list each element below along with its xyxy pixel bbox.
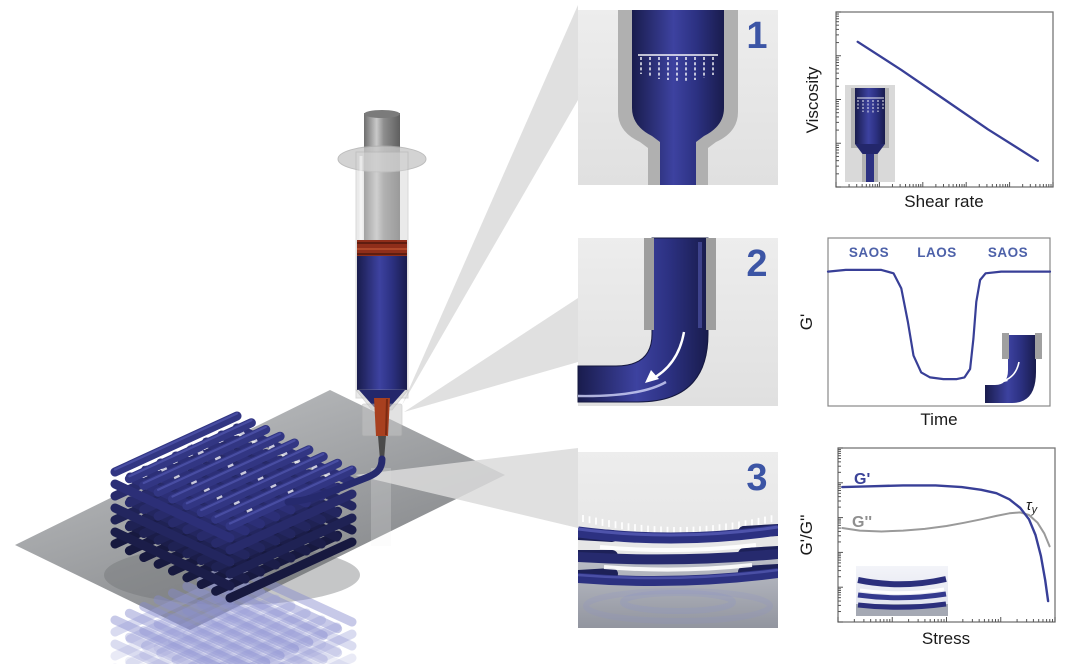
gap-glint [599,543,757,553]
y-axis-title: G'/G'' [797,515,816,556]
plunger-rod-top [364,110,400,118]
g-double-prime-curve [841,511,1051,548]
panel-2-nozzle-wall-right [706,238,716,330]
inset-spanning [856,566,948,616]
phase-label-saos-1: SAOS [849,245,889,260]
inset-nozzle-wall [1002,333,1009,359]
x-axis-title: Time [920,410,957,429]
inset-ink [855,88,885,144]
inset-nozzle-corner [985,333,1042,403]
gravity-fringe-ticks [582,515,773,534]
zoom-ray-1 [402,5,578,405]
zoom-ray-3 [355,448,578,528]
luer-shade [385,398,388,436]
magnified-panel-2: 2 [577,237,778,406]
gap-glint [603,563,753,572]
inset-flow-arrowhead [1000,376,1008,383]
inset-barrel [845,85,895,182]
y-axis-ticks [838,447,843,623]
panel-1-number: 1 [746,15,767,57]
y-axis-ticks [836,11,841,188]
panel-2-nozzle-wall-left [644,238,654,330]
tau-symbol: τ [1026,497,1033,514]
spanning-filament-highlight [578,525,778,537]
g-prime-label: G' [854,471,870,488]
magnified-panel-1: 1 [578,10,778,185]
spanning-filament-highlight [578,568,778,580]
inset-filament [857,576,947,588]
panel-1-ink [632,10,724,185]
extruded-filament [284,455,386,506]
inset-filament [857,591,947,601]
phase-label-saos-2: SAOS [988,245,1028,260]
x-axis-title: Shear rate [904,192,983,211]
magnified-panel-3: 3 [578,452,778,628]
x-axis-ticks [837,617,1056,622]
x-axis-title: Stress [922,629,970,648]
velocity-profile-dashes [640,57,714,81]
phase-label-laos: LAOS [917,245,957,260]
g-prime-recovery-curve [826,268,1052,381]
chart-viscosity: Viscosity Shear rate [803,11,1054,211]
inset-glint [859,587,945,595]
print-scene [15,5,578,664]
g-prime-curve [841,484,1050,603]
spanning-filament [578,549,778,565]
inset-filament [985,335,1036,403]
x-axis-ticks [835,182,1054,187]
panel-2-number: 2 [746,243,767,285]
syringe [284,110,427,506]
nozzle [378,436,386,460]
lattice-perforation-highlights [143,424,331,513]
flow-arrowhead [645,370,659,383]
tau-subscript: y [1031,504,1039,516]
inset-nozzle-wall [1035,333,1042,359]
g-double-prime-label: G'' [852,514,872,531]
inset-tube-ink [866,154,874,182]
panel-2-filament [577,237,709,403]
inset-filament [857,601,947,610]
panel-3-number: 3 [746,457,767,499]
yield-stress-annotation: τy [1026,497,1039,516]
inset-ink-shoulder [855,144,885,156]
syringe-reflection [371,468,391,546]
reflection-ring [620,590,736,614]
zoom-ray-2 [404,298,578,412]
viscosity-curve [856,40,1039,162]
spanning-filament [578,568,778,587]
y-axis-title: Viscosity [803,66,822,133]
panel-2-filament-highlight [577,380,667,398]
spanning-filament [578,524,778,544]
lattice-scaffold [110,411,357,603]
chart-yield: G' G'' τy G'/G'' Stress [797,447,1056,648]
inset-profile-dashes [857,100,884,113]
reflection-ring [583,588,773,624]
chart-recovery: SAOS LAOS SAOS G' Time [797,237,1052,429]
ink-column [357,256,407,390]
lattice-reflection [110,561,357,664]
y-axis-title: G' [797,314,816,330]
